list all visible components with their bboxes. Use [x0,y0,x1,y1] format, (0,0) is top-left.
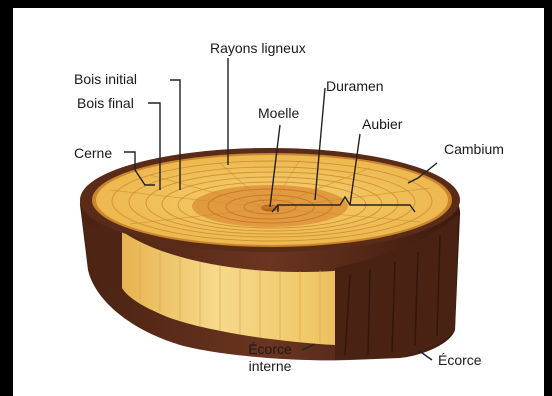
label-bois-initial: Bois initial [74,71,137,88]
label-moelle: Moelle [258,105,299,122]
label-ecorce-interne-line1: Écorce [240,341,300,358]
label-ecorce-interne-line2: interne [240,358,300,375]
label-bois-final: Bois final [77,95,134,112]
label-cerne: Cerne [74,145,112,162]
label-rayons-ligneux: Rayons ligneux [210,40,306,57]
label-ecorce-interne: Écorce interne [240,341,300,375]
label-duramen: Duramen [326,78,384,95]
label-ecorce: Écorce [438,352,482,369]
label-aubier: Aubier [362,116,402,133]
label-cambium: Cambium [444,141,504,158]
